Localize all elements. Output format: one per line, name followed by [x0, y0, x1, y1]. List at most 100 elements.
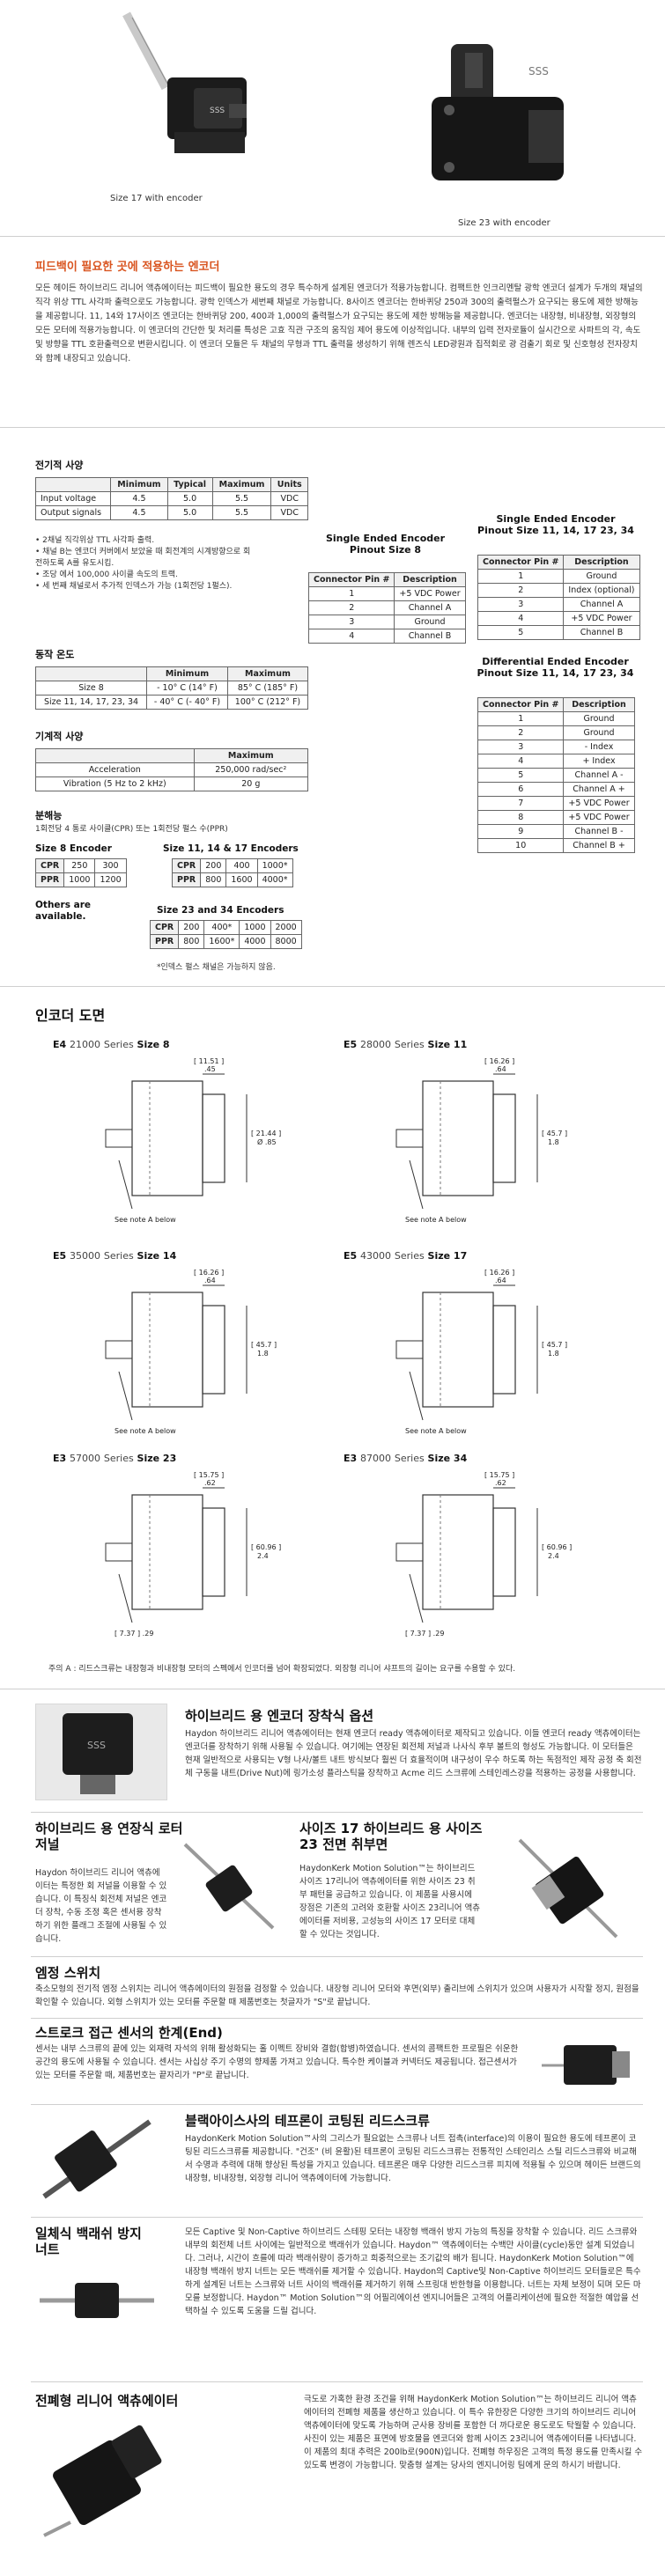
intro-text: 모든 헤이든 하이브리드 리니어 액츄에이터는 피드백이 필요한 용도의 경우 …: [35, 283, 643, 364]
feature-sealed-title: 전폐형 리니어 액츄에이터: [35, 2393, 179, 2409]
r23-cpr1: 200: [178, 920, 205, 935]
drawing-dim-side-5: [ 60.96 ]: [542, 1543, 572, 1551]
temperature-title: 동작 온도: [35, 649, 75, 660]
feature-size23-face-title: 사이즈 17 하이브리드 용 사이즈 23 전면 취부면: [299, 1821, 483, 1852]
feature-home-switch-title: 엠정 스위치: [35, 1965, 101, 1981]
feature-size23-face-image: [502, 1831, 634, 1946]
df-r4c0: 5: [477, 768, 565, 783]
mc-h0: [35, 748, 195, 763]
el-h4: Units: [270, 477, 308, 492]
pinout-se11-title: Single Ended Encoder Pinout Size 11, 14,…: [477, 513, 634, 536]
se11-r2c1: Channel A: [563, 597, 640, 612]
se8-r2c1: Ground: [394, 615, 466, 629]
r11-cpr3: 1000*: [256, 858, 293, 873]
se11-r0c1: Ground: [563, 569, 640, 584]
el-note-1: • 채널 B는 엔코더 커버에서 보았을 때 회전계의 시계방향으로 회전하도록…: [35, 548, 251, 568]
mc-r1c1: 20 g: [193, 776, 309, 791]
se11-r2c0: 3: [477, 597, 565, 612]
divider-intro: [0, 427, 665, 428]
motor-size17-image: SSS: [122, 11, 247, 153]
res-footnote: *인덱스 펄스 채널은 가능하지 않음.: [157, 963, 276, 972]
se8-r1c1: Channel A: [394, 600, 466, 615]
df-r7c0: 8: [477, 810, 565, 825]
drawing-leader-3: [409, 1371, 424, 1421]
feature-size23-face-text: HaydonKerk Motion Solution™는 하이브리드사이즈 17…: [299, 1864, 481, 1939]
el-r0c3: 5.5: [211, 491, 272, 506]
tp-r1c2: 100° C (212° F): [226, 695, 309, 710]
pinout-se8-table: Connector Pin # Description 1+5 VDC Powe…: [307, 572, 466, 644]
drawing-svg-4: [ 15.75 ].62[ 60.96 ]2.4[ 7.37 ] .29: [105, 1471, 281, 1638]
r23-ppr0: PPR: [149, 934, 180, 949]
df-h0: Connector Pin #: [477, 697, 565, 712]
tp-r1c0: Size 11, 14, 17, 23, 34: [34, 695, 148, 710]
res-size23-table: CPR 200 400* 1000 2000 PPR 800 1600* 400…: [149, 920, 302, 949]
el-r0c0: Input voltage: [34, 491, 112, 506]
resolution-subtitle: 1회전당 4 통로 사이클(CPR) 또는 1회전당 펄스 수(PPR): [35, 825, 228, 834]
feature-encoder-ready-image: SSS: [35, 1704, 167, 1800]
r11-cpr2: 400: [225, 858, 258, 873]
drawing-dim-side-0: [ 21.44 ]: [251, 1130, 281, 1137]
se8-h0: Connector Pin #: [307, 572, 395, 587]
drawing-dim-side2-2: 1.8: [257, 1350, 269, 1358]
drawing-dim-top-2: [ 16.26 ]: [194, 1269, 224, 1277]
el-r1c1: 4.5: [110, 505, 168, 520]
drawing-shaft-3: [395, 1340, 424, 1359]
resolution-title: 분해능: [35, 810, 63, 821]
r11-cpr0: CPR: [171, 858, 202, 873]
drawing-dim-side2-3: 1.8: [548, 1350, 559, 1358]
feature-antibacklash-image: [35, 2267, 159, 2333]
feature-journal-text: Haydon 하이브리드 리니어 액츄에이터는 특정한 회 저널을 이용할 수 …: [35, 1868, 167, 1944]
drawing-body-4: [131, 1494, 203, 1610]
drawing-dim-top2-3: .64: [495, 1277, 506, 1284]
el-r0c2: 5.0: [166, 491, 213, 506]
res-size8-table: CPR 250 300 PPR 1000 1200: [34, 858, 127, 887]
drawing-see-note-4: [ 7.37 ] .29: [115, 1630, 153, 1638]
se8-r0c0: 1: [307, 586, 395, 601]
drawing-leader-0: [118, 1159, 133, 1210]
r8-cpr0: CPR: [34, 858, 65, 873]
motor-size23-image: SSS: [432, 44, 564, 180]
drawing-shaft-2: [105, 1340, 133, 1359]
df-r0c0: 1: [477, 711, 565, 726]
r23-ppr3: 4000: [239, 934, 271, 949]
feature-proximity-text: 센서는 내부 스크류의 끝에 있는 외재력 자석의 위해 활성화되는 홀 이펙트…: [35, 2044, 519, 2080]
drawing-body-3: [422, 1292, 494, 1408]
el-r1c3: 5.5: [211, 505, 272, 520]
res-others: Others are available.: [35, 900, 92, 922]
drawing-leader-5: [409, 1573, 424, 1623]
el-h0: [34, 477, 112, 492]
divider-top: [0, 236, 665, 237]
drawing-prefix-3: E5: [344, 1250, 358, 1262]
res-size11-table: CPR 200 400 1000* PPR 800 1600 4000*: [171, 858, 293, 887]
r23-ppr1: 800: [178, 934, 205, 949]
drawing-dim-side-2: [ 45.7 ]: [251, 1341, 277, 1349]
drawing-leader-4: [118, 1573, 133, 1623]
divider-f2: [31, 1956, 643, 1957]
se11-r3c0: 4: [477, 611, 565, 626]
drawing-dim-top-1: [ 16.26 ]: [484, 1057, 514, 1065]
res-size8-title: Size 8 Encoder: [35, 843, 112, 854]
mechanical-table: Maximum Acceleration 250,000 rad/sec² Vi…: [35, 748, 309, 791]
r11-ppr0: PPR: [171, 872, 202, 887]
el-h1: Minimum: [110, 477, 168, 492]
drawing-series-5: 87000: [360, 1453, 392, 1464]
mc-r0c1: 250,000 rad/sec²: [193, 762, 309, 777]
divider-f5: [31, 2217, 643, 2218]
df-h1: Description: [563, 697, 635, 712]
el-note-0: • 2채널 직각위상 TTL 사각파 출력.: [35, 536, 155, 545]
tp-h1: Minimum: [146, 666, 228, 681]
res-size23-title: Size 23 and 34 Encoders: [157, 905, 284, 916]
drawing-see-note-2: See note A below: [115, 1427, 176, 1435]
drawing-encoder-4: [202, 1507, 225, 1597]
drawing-size-0: Size 8: [137, 1039, 170, 1050]
drawing-title-5: E3 87000 Series Size 34: [344, 1453, 467, 1464]
drawing-shaft-4: [105, 1542, 133, 1562]
drawing-shaft-1: [395, 1129, 424, 1148]
r23-cpr3: 1000: [239, 920, 271, 935]
drawing-label-1: Series: [394, 1039, 425, 1050]
drawing-series-4: 57000: [70, 1453, 101, 1464]
r8-cpr1: 250: [63, 858, 96, 873]
tp-h2: Maximum: [226, 666, 309, 681]
electrical-table: Minimum Typical Maximum Units Input volt…: [34, 477, 308, 520]
